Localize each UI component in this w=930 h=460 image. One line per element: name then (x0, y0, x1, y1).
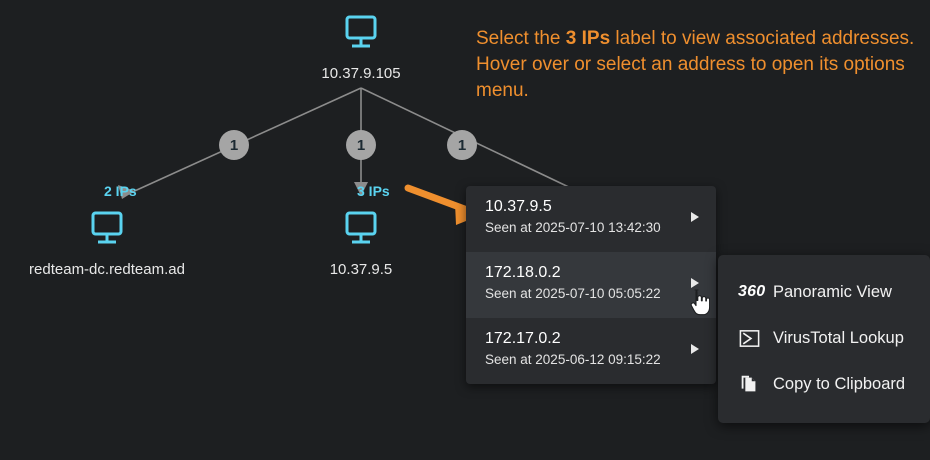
monitor-icon[interactable] (339, 14, 383, 54)
monitor-icon[interactable] (85, 210, 129, 250)
caret-right-icon[interactable] (691, 212, 699, 222)
caret-right-icon[interactable] (691, 278, 699, 288)
menu-item-panoramic-view[interactable]: 360 Panoramic View (718, 269, 930, 315)
ip-list-item[interactable]: 172.17.0.2 Seen at 2025-06-12 09:15:22 (466, 318, 716, 384)
ip-count-label-3ips[interactable]: 3 IPs (357, 183, 390, 199)
ip-address-list-panel: 10.37.9.5 Seen at 2025-07-10 13:42:30 17… (466, 186, 716, 384)
menu-item-label: VirusTotal Lookup (773, 328, 904, 347)
instruction-highlight: 3 IPs (565, 28, 611, 49)
child-node-label-ip: 10.37.9.5 (329, 261, 393, 278)
menu-item-copy-to-clipboard[interactable]: Copy to Clipboard (718, 361, 930, 407)
monitor-icon[interactable] (339, 210, 383, 250)
360-icon-text: 360 (738, 283, 766, 300)
ip-address: 10.37.9.5 (485, 198, 552, 215)
edge-badge-right[interactable]: 1 (447, 130, 477, 160)
copy-icon (738, 373, 764, 395)
instruction-callout: Select the 3 IPs label to view associate… (476, 26, 921, 104)
caret-right-icon[interactable] (691, 344, 699, 354)
menu-item-virustotal-lookup[interactable]: VirusTotal Lookup (718, 315, 930, 361)
instruction-part1: Select the (476, 28, 566, 49)
root-node-label: 10.37.9.105 (321, 65, 401, 82)
ip-address: 172.17.0.2 (485, 330, 561, 347)
ip-address: 172.18.0.2 (485, 264, 561, 281)
virustotal-icon (738, 327, 764, 350)
instruction-part2: label to view associated addresses. Hove… (476, 28, 915, 101)
address-options-context-menu: 360 Panoramic View VirusTotal Lookup (718, 255, 930, 423)
child-node-label-redteam-dc: redteam-dc.redteam.ad (29, 261, 185, 278)
ip-seen-at: Seen at 2025-07-10 13:42:30 (485, 220, 661, 235)
ip-list-item[interactable]: 172.18.0.2 Seen at 2025-07-10 05:05:22 (466, 252, 716, 318)
menu-item-label: Panoramic View (773, 282, 892, 301)
360-icon: 360 (738, 283, 766, 301)
ip-seen-at: Seen at 2025-07-10 05:05:22 (485, 286, 661, 301)
ip-seen-at: Seen at 2025-06-12 09:15:22 (485, 352, 661, 367)
edge-badge-middle[interactable]: 1 (346, 130, 376, 160)
menu-item-label: Copy to Clipboard (773, 374, 906, 393)
ip-list-item[interactable]: 10.37.9.5 Seen at 2025-07-10 13:42:30 (466, 186, 716, 252)
edge-badge-left[interactable]: 1 (219, 130, 249, 160)
ip-count-label-2ips[interactable]: 2 IPs (104, 183, 137, 199)
